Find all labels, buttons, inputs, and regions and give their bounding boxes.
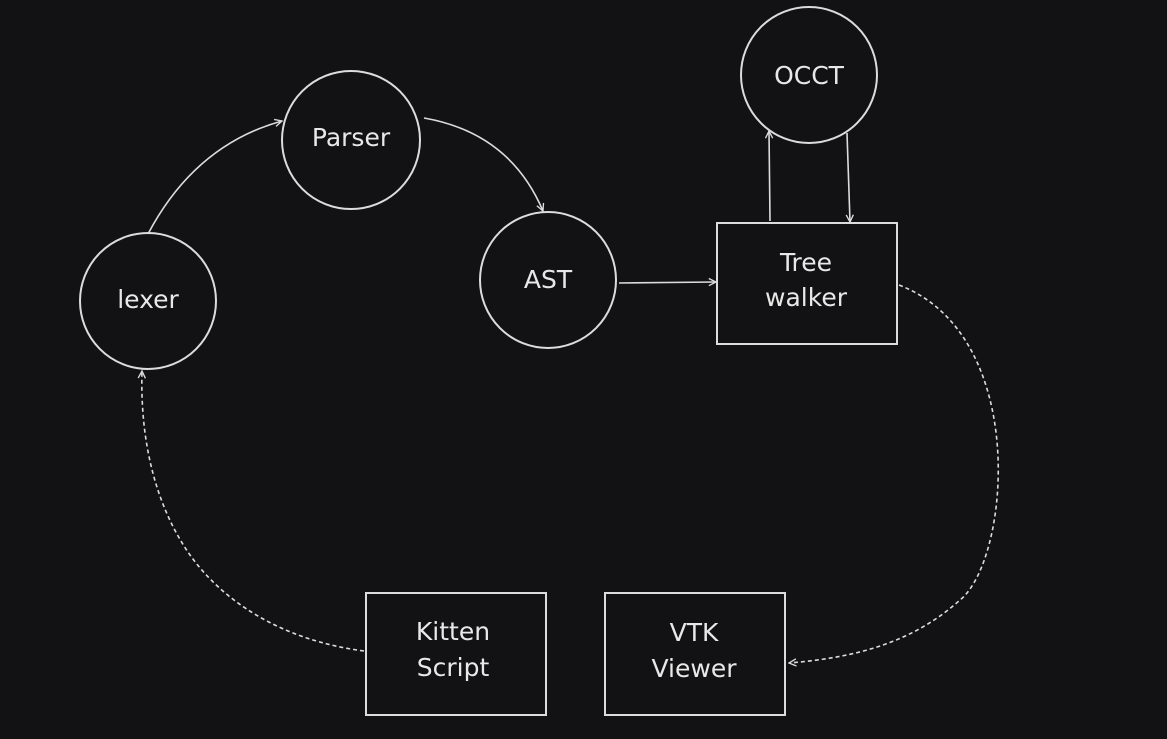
vtk-viewer-label-line1: VTK	[670, 618, 719, 647]
node-tree-walker[interactable]: Tree walker	[716, 222, 898, 345]
edge-parser-to-ast	[423, 117, 543, 211]
kitten-script-box	[365, 592, 547, 716]
edge-ast-to-tree-walker	[618, 282, 716, 283]
lexer-label: lexer	[117, 285, 179, 314]
vtk-viewer-label-line2: Viewer	[652, 654, 738, 683]
node-kitten-script[interactable]: Kitten Script	[365, 592, 547, 716]
tree-walker-label-line1: Tree	[779, 248, 832, 277]
node-occt[interactable]: OCCT	[740, 6, 878, 144]
parser-circle	[281, 70, 421, 210]
ast-circle	[479, 211, 617, 349]
occt-circle	[740, 6, 878, 144]
node-lexer[interactable]: lexer	[79, 232, 217, 370]
node-parser[interactable]: Parser	[281, 70, 421, 210]
edge-tree-walker-to-vtk-viewer	[789, 284, 1000, 663]
occt-label: OCCT	[774, 61, 845, 90]
edge-occt-to-tree-walker	[847, 132, 850, 222]
kitten-script-label-line1: Kitten	[416, 617, 490, 646]
ast-label: AST	[524, 265, 573, 294]
node-vtk-viewer[interactable]: VTK Viewer	[604, 592, 786, 716]
parser-label: Parser	[312, 123, 391, 152]
vtk-viewer-box	[604, 592, 786, 716]
tree-walker-label-line2: walker	[765, 283, 848, 312]
edge-kitten-script-to-lexer	[142, 371, 365, 652]
edge-lexer-to-parser	[147, 121, 282, 235]
edge-tree-walker-to-occt	[769, 131, 770, 222]
tree-walker-box	[716, 222, 898, 345]
node-ast[interactable]: AST	[479, 211, 617, 349]
kitten-script-label-line2: Script	[417, 653, 490, 682]
